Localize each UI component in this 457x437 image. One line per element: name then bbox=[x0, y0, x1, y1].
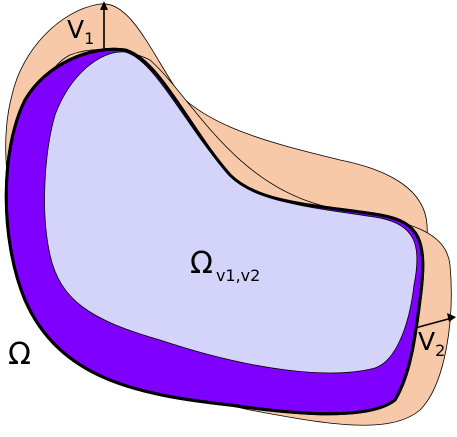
label-v1: V1 bbox=[67, 15, 94, 48]
label-omega: Ω bbox=[8, 337, 31, 372]
v1-arrow-head bbox=[100, 1, 108, 10]
omega-boundary bbox=[4, 47, 425, 416]
v2-arrow-head bbox=[447, 313, 456, 322]
v2-arrow-shaft bbox=[414, 317, 453, 329]
label-v2: V2 bbox=[418, 327, 445, 360]
